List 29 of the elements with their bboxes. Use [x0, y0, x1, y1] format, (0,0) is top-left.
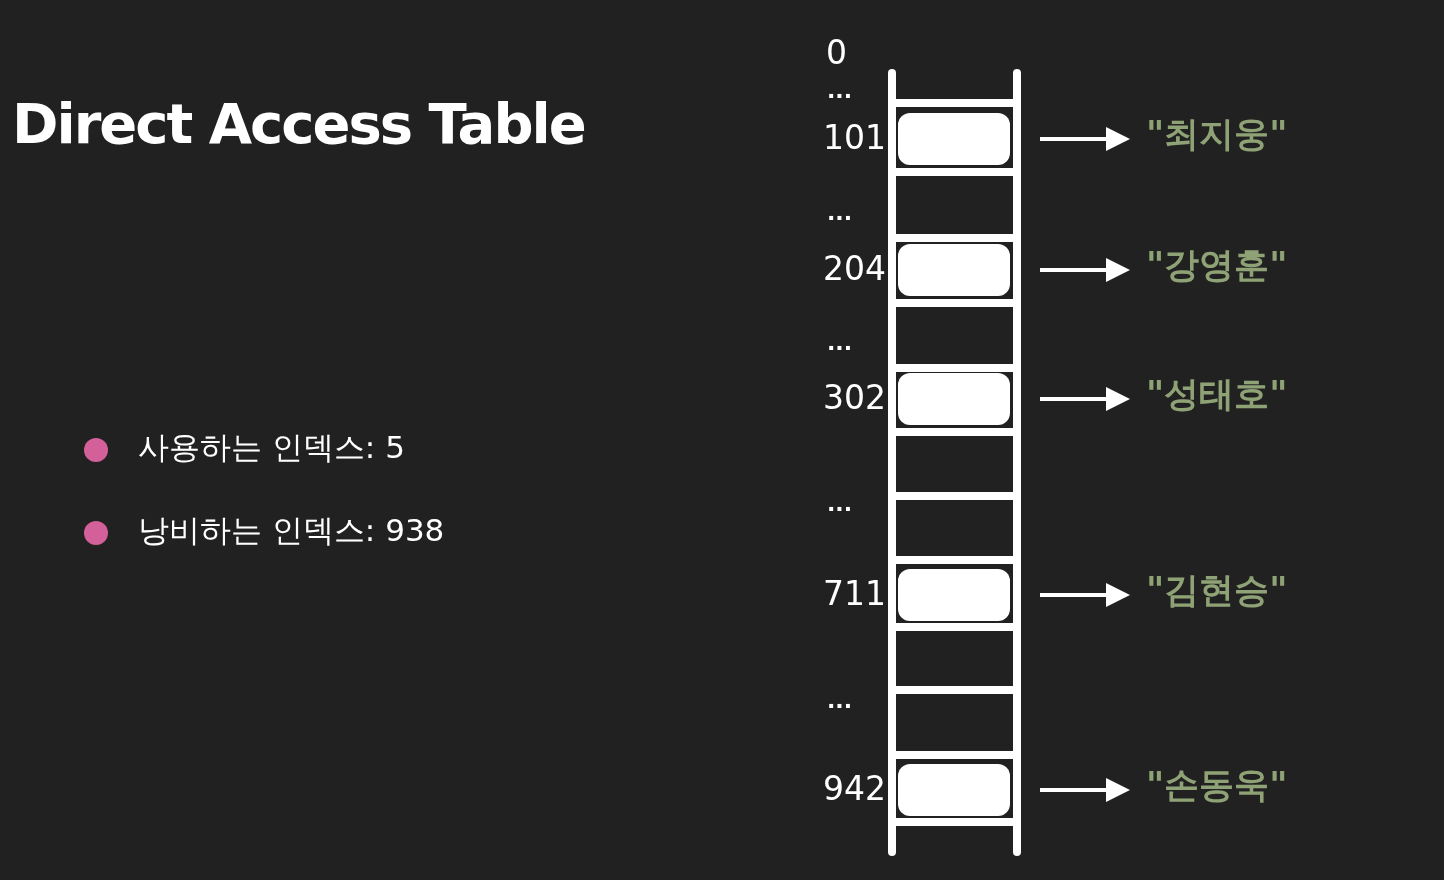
memory-slot	[898, 113, 1010, 165]
index-number: 302	[822, 381, 886, 414]
name-label: "손동욱"	[1146, 768, 1288, 803]
ellipsis: ...	[827, 80, 853, 102]
name-label: "최지웅"	[1146, 117, 1288, 152]
name-label: "강영훈"	[1146, 248, 1288, 283]
memory-slot	[898, 764, 1010, 816]
memory-slot	[898, 569, 1010, 621]
bullet-text: 낭비하는 인덱스: 938	[138, 515, 445, 546]
arrow	[1040, 583, 1130, 607]
name-label: "김현승"	[1146, 573, 1288, 608]
index-number: 204	[822, 252, 886, 285]
arrow	[1040, 778, 1130, 802]
index-number: 0	[826, 36, 847, 69]
ellipsis: ...	[827, 202, 853, 224]
ellipsis: ...	[827, 332, 853, 354]
bullet-text: 사용하는 인덱스: 5	[138, 432, 405, 463]
memory-slot	[898, 244, 1010, 296]
index-number: 942	[822, 772, 886, 805]
arrow	[1040, 387, 1130, 411]
memory-slot	[898, 373, 1010, 425]
arrow	[1040, 127, 1130, 151]
name-label: "성태호"	[1146, 377, 1288, 412]
title: Direct Access Table	[12, 96, 585, 152]
arrow	[1040, 258, 1130, 282]
index-number: 101	[822, 121, 886, 154]
index-number: 711	[822, 577, 886, 610]
ellipsis: ...	[827, 493, 853, 515]
ellipsis: ...	[827, 690, 853, 712]
